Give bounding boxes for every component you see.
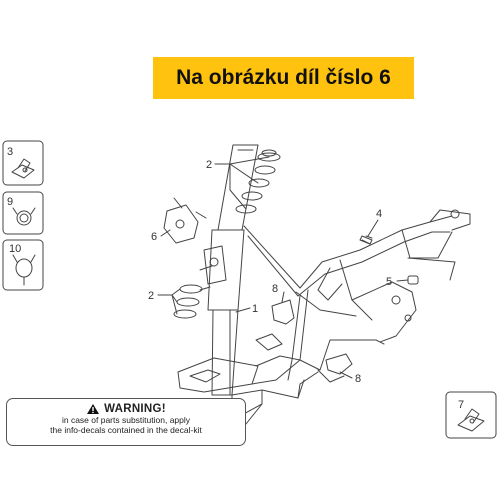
leader-part5 [396,279,409,282]
part8-clip-bottom [325,353,353,375]
warning-box: WARNING! in case of parts substitution, … [6,398,246,446]
leader-part6 [160,229,171,237]
part-number-banner: Na obrázku díl číslo 6 [153,57,414,99]
leader-part2-mid [157,288,181,315]
steering-column [199,144,259,396]
callout-part7: 7 [458,399,464,411]
part3-box [2,140,44,186]
lower-cradle [177,333,385,425]
callout-part4: 4 [376,208,382,220]
callout-part5: 5 [386,276,392,288]
part10-clamp-icon [12,254,36,286]
part10-box [2,239,44,291]
part5-cap [407,275,419,285]
part7-clip-icon [457,408,485,432]
upper-frame [243,209,471,381]
bearing-stack-top [235,149,281,214]
banner-text: Na obrázku díl číslo 6 [176,66,391,89]
warning-title: WARNING! [104,403,166,415]
leader-part2-top [214,156,270,210]
part8-clip-top [271,299,295,325]
callout-part9: 9 [7,196,13,208]
callout-part3: 3 [7,146,13,158]
callout-part8-bottom: 8 [355,373,361,385]
leader-part1 [235,307,251,313]
part3-clip-icon [11,158,35,179]
part9-box [2,191,44,235]
part4-bolt [359,235,373,245]
leader-part8-top [281,291,285,303]
part9-clamp-icon [12,207,36,226]
part7-box [445,391,497,439]
leader-part4 [367,219,379,237]
part6-plate [163,197,207,244]
warning-triangle-icon [87,404,100,414]
warning-line-1: in case of parts substitution, apply [61,415,191,425]
callout-part6: 6 [151,231,157,243]
warning-title-row: WARNING! [7,403,245,415]
warning-line-2: the info-decals contained in the decal-k… [50,425,202,435]
callout-part2-top: 2 [206,159,212,171]
callout-part1: 1 [252,303,258,315]
callout-part2-mid: 2 [148,290,154,302]
callout-part10: 10 [9,243,21,255]
leader-part8-bottom [339,371,353,379]
callout-part8-top: 8 [272,283,278,295]
